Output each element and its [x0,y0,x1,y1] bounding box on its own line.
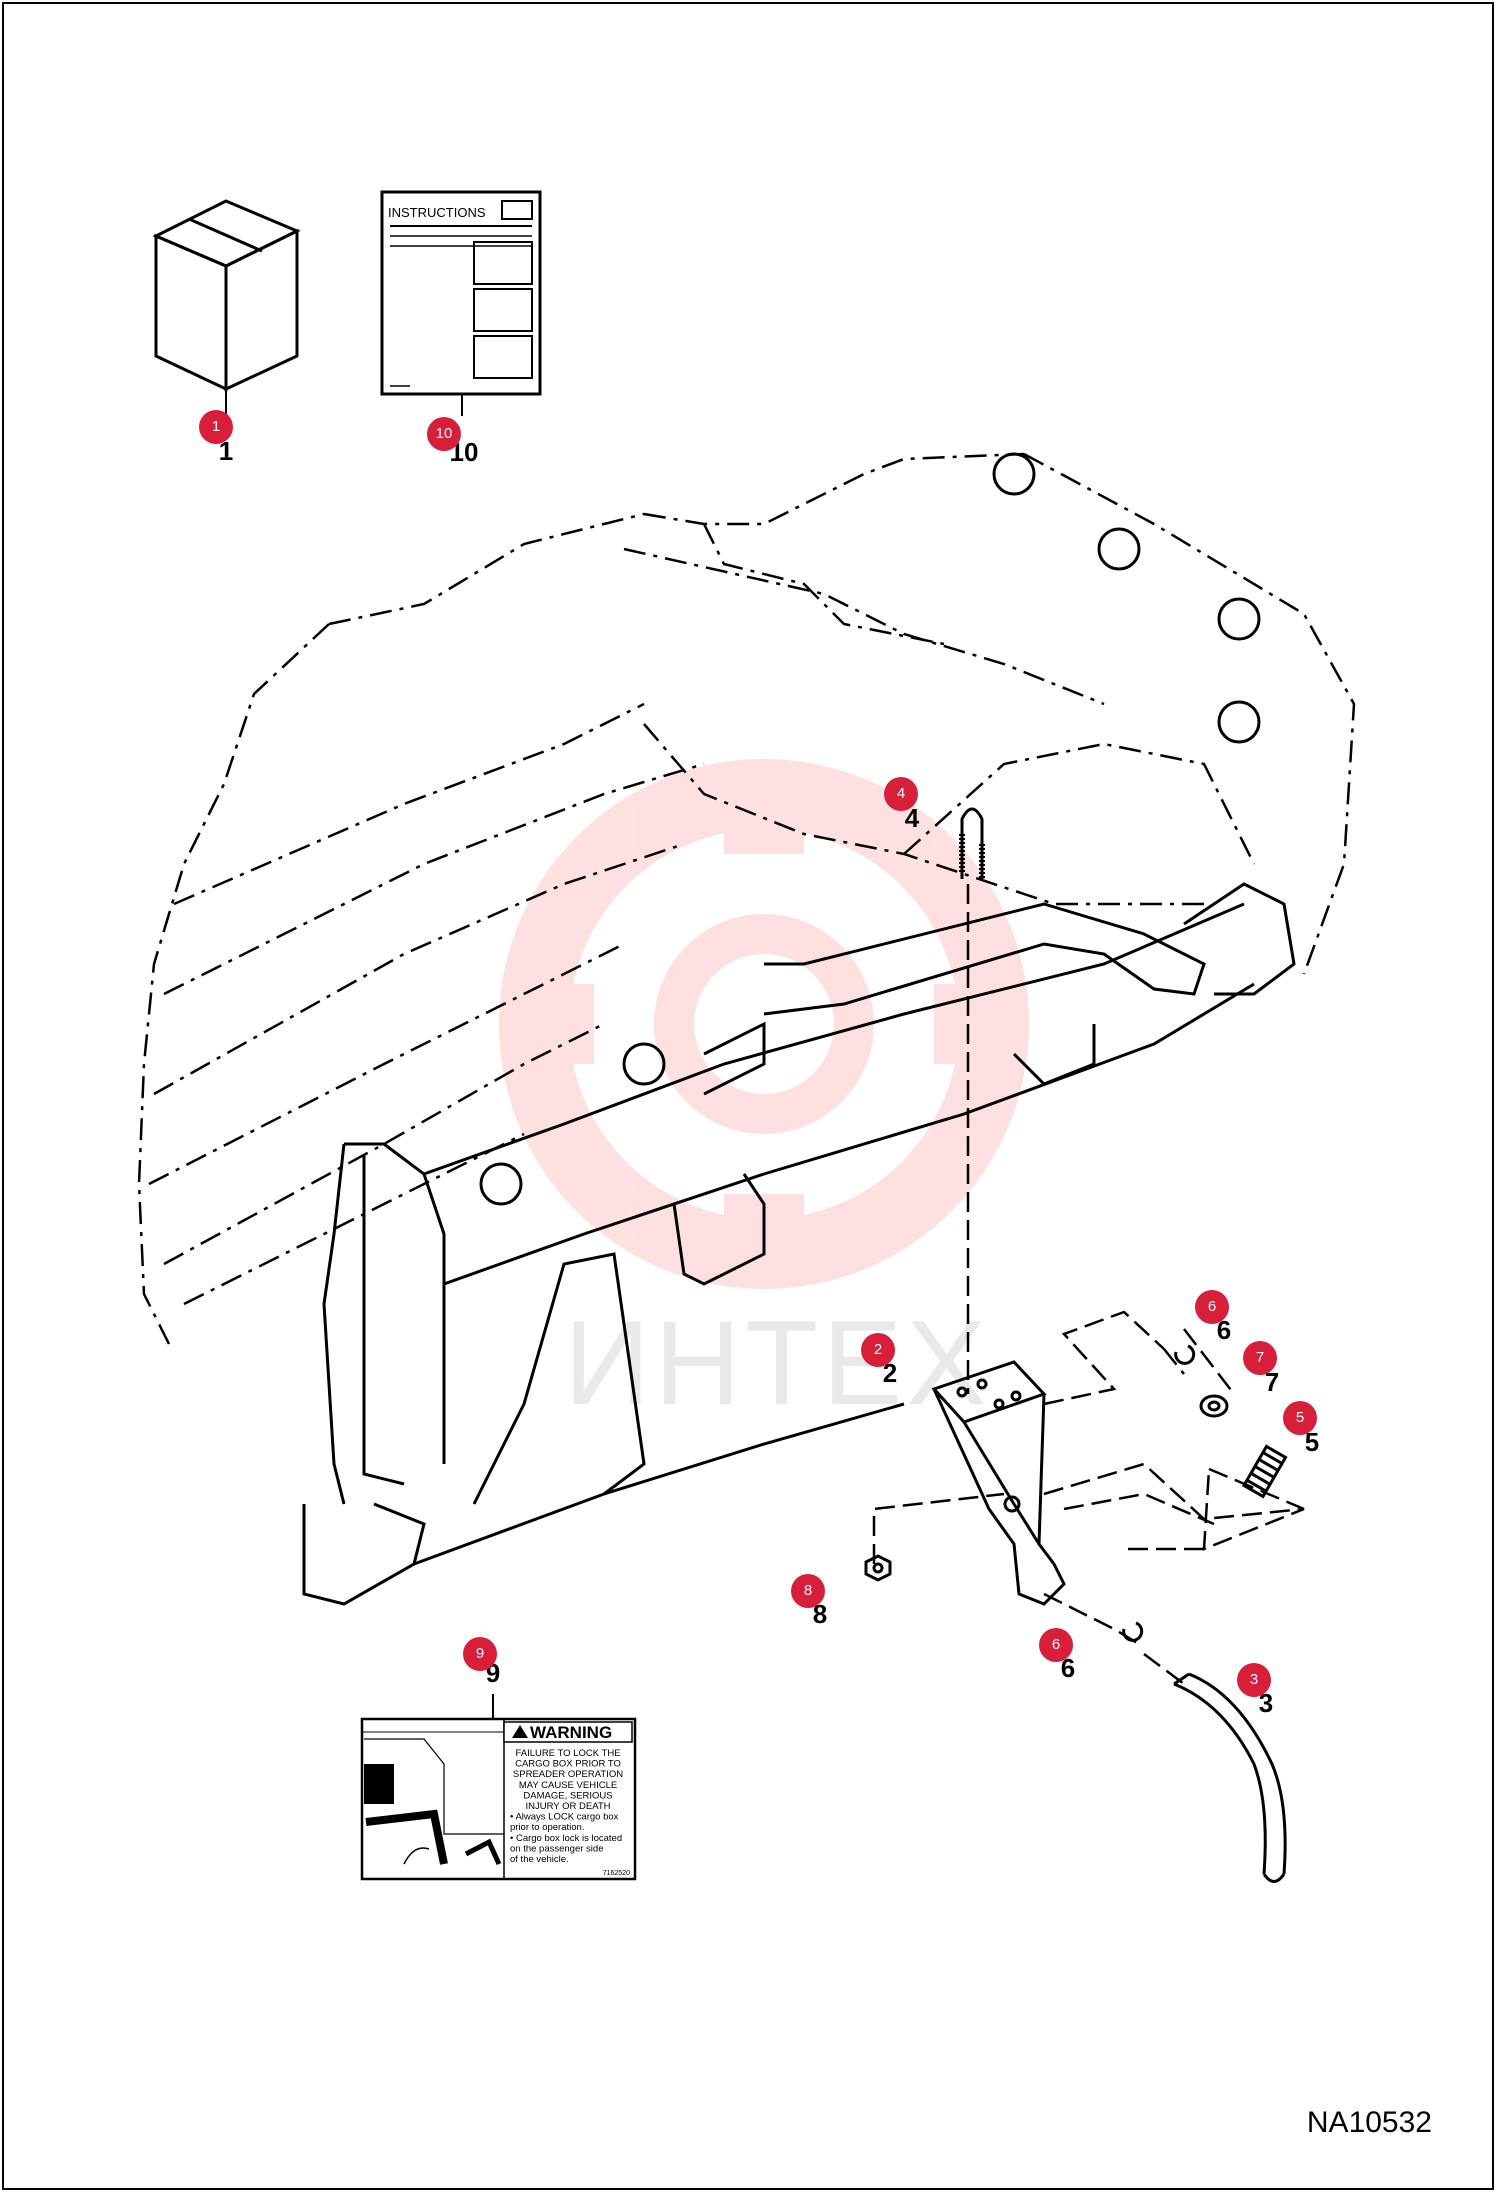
part-label-6: 6 [1061,1653,1075,1683]
callout-9: 9 [463,1637,497,1671]
callout-5: 5 [1283,1401,1317,1435]
callout-10: 10 [427,417,461,451]
warning-line: CARGO BOX PRIOR TO [515,1759,621,1770]
hardware-illustrations [864,1344,1288,1883]
part-label-3: 3 [1259,1688,1273,1718]
warning-line: MAY CAUSE VEHICLE [519,1780,617,1791]
part-label-5: 5 [1305,1427,1319,1457]
callout-6: 6 [1195,1290,1229,1324]
callout-1: 1 [199,410,233,444]
callout-7: 7 [1243,1341,1277,1375]
callout-8: 8 [791,1574,825,1608]
part-label-1: 1 [219,436,233,466]
part-label-4: 4 [905,803,920,833]
parts-diagram: INSTRUCTIONS [137,190,1356,1883]
document-id: NA10532 [1306,2106,1432,2139]
callout-4: 4 [884,777,918,811]
part-label-7: 7 [1265,1367,1279,1397]
warning-bullet: on the passenger side [510,1843,603,1854]
u-bolt-pin-illustration [959,807,985,879]
warning-line: FAILURE TO LOCK THE [515,1748,620,1759]
part-label-6: 6 [1217,1315,1231,1345]
part-box-illustration [152,199,301,414]
warning-bullet: of the vehicle. [510,1854,569,1865]
lock-bracket-illustration [931,1360,1066,1606]
warning-bullet: • Always LOCK cargo box [510,1812,619,1823]
instructions-sheet-illustration [380,190,542,416]
warning-line: INJURY OR DEATH [526,1801,611,1812]
warning-decal [360,1717,637,1881]
callout-6: 6 [1039,1628,1073,1662]
warning-bullet: prior to operation. [510,1822,584,1833]
cargo-bed-structure [302,452,1296,1606]
warning-heading: WARNING [530,1723,612,1742]
decal-code: 7162520 [603,1870,630,1877]
instructions-label: INSTRUCTIONS [388,205,486,220]
part-label-8: 8 [813,1599,827,1629]
exploded-view-lines [492,1310,1305,1719]
callout-3: 3 [1237,1663,1271,1697]
warning-line: SPREADER OPERATION [513,1769,623,1780]
warning-line: DAMAGE, SERIOUS [523,1790,612,1801]
watermark-text: ИНТЕХ [564,1296,991,1430]
warning-bullet: • Cargo box lock is located [510,1833,622,1844]
cargo-bed-outline [137,452,1356,1345]
part-label-2: 2 [883,1358,897,1388]
callout-2: 2 [861,1333,895,1367]
